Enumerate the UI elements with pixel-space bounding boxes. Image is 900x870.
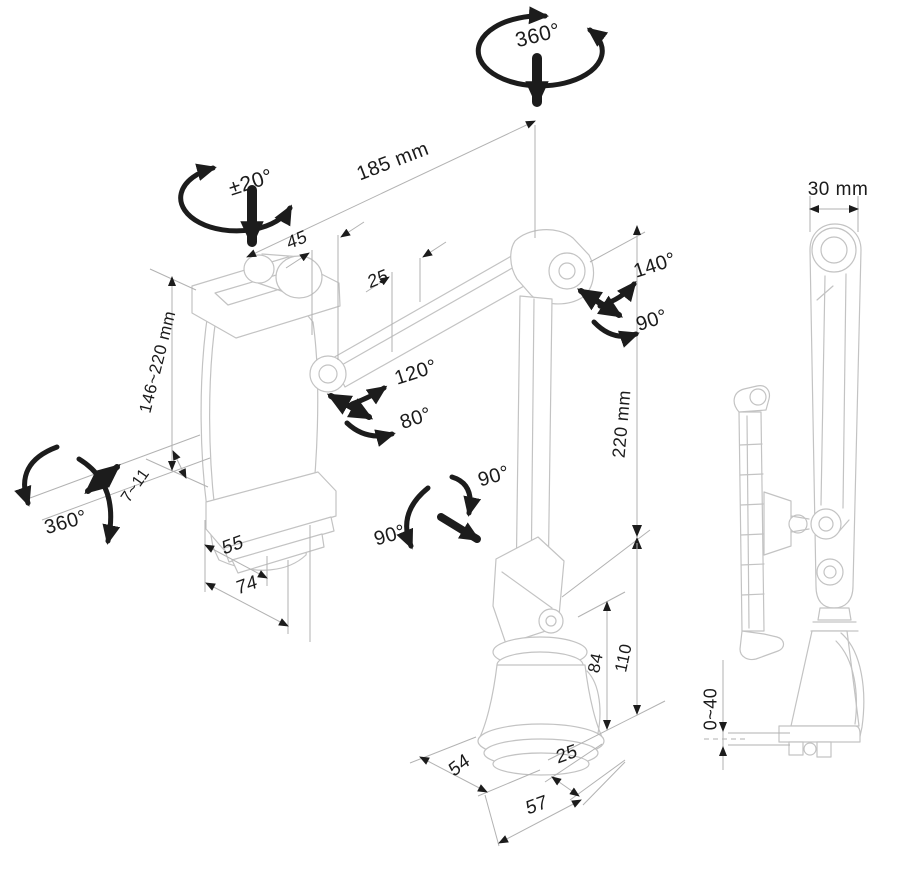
dim-label-arm-width-side: 30 mm xyxy=(807,179,869,200)
side-view-drawing xyxy=(733,223,865,758)
dim-base-width xyxy=(498,799,582,844)
top-swivel-rotation-arrow xyxy=(475,6,609,108)
clamp-base xyxy=(477,636,605,776)
lower-joint xyxy=(492,536,565,645)
dimension-lines xyxy=(29,120,859,847)
dim-base-depth xyxy=(419,756,488,793)
holder-ball-joint xyxy=(309,355,347,393)
dim-device-thickness xyxy=(172,450,187,479)
dim-holder-width-inner xyxy=(204,544,268,579)
side-clamp-base xyxy=(778,607,865,758)
dim-label-base-height-inner: 84 xyxy=(584,651,607,675)
dim-label-clamp-range: 0~40 xyxy=(700,687,721,731)
dim-holder-width-outer xyxy=(205,582,289,627)
isometric-view-drawing xyxy=(191,229,605,776)
holder-spin-rotation-arrow xyxy=(14,444,121,545)
holder-tilt-rotation-arrow xyxy=(178,163,293,248)
elbow-rotation-arrow xyxy=(576,280,640,348)
side-holder-profile xyxy=(733,385,810,661)
tablet-holder xyxy=(191,253,347,574)
side-mount-block xyxy=(763,491,792,556)
dim-arm-reach xyxy=(246,120,536,258)
dim-base-offset xyxy=(551,776,580,797)
holder-bottom-clamp xyxy=(205,471,337,551)
shoulder-rotation-arrow xyxy=(326,385,396,447)
holder-knob xyxy=(275,255,323,299)
side-arm xyxy=(809,223,862,609)
rotation-arrows xyxy=(14,6,640,550)
base-swivel-rotation-arrow xyxy=(396,474,482,550)
